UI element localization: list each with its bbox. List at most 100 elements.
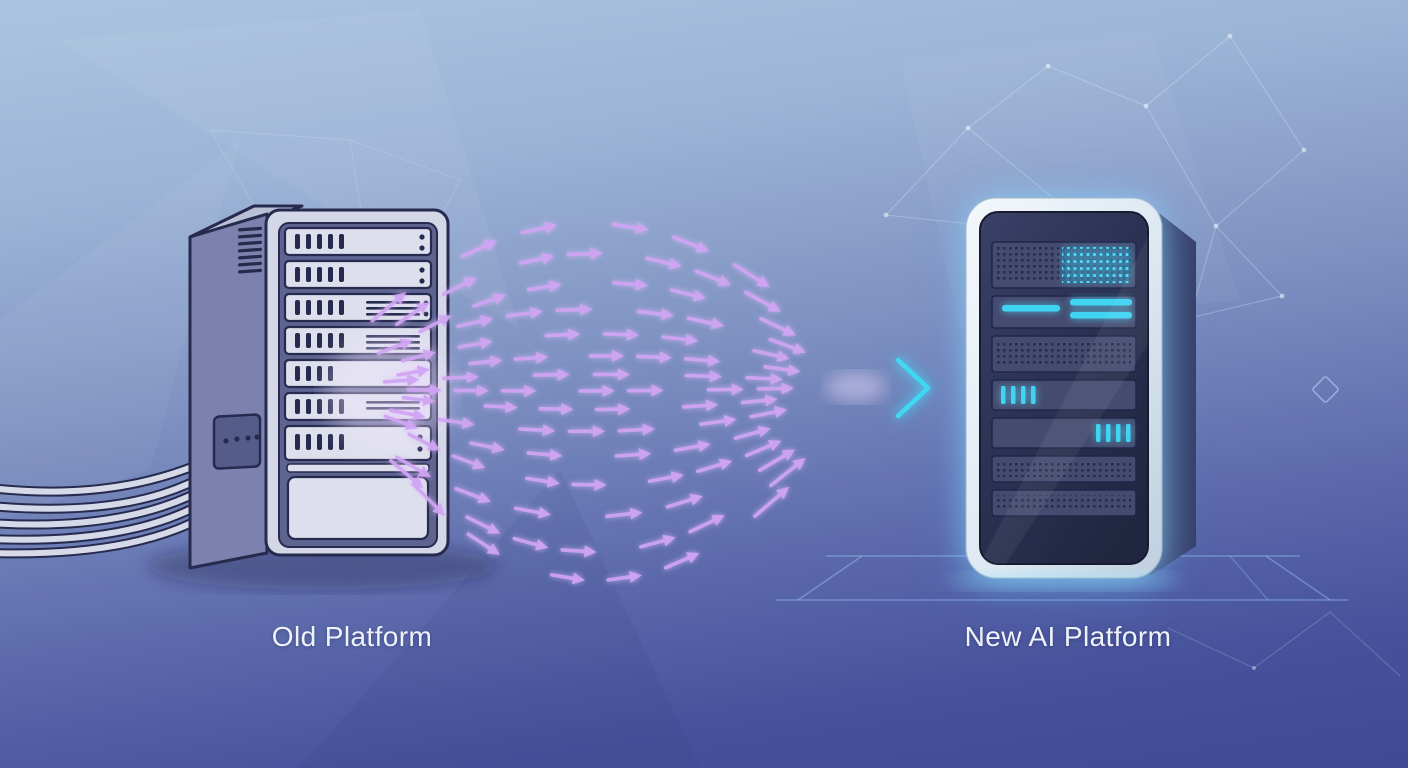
migration-arrow bbox=[441, 277, 477, 297]
migration-arrow bbox=[768, 457, 806, 488]
migration-arrow bbox=[743, 290, 781, 312]
migration-arrow bbox=[635, 351, 672, 364]
migration-arrow bbox=[671, 235, 710, 253]
old-server-side bbox=[188, 212, 269, 570]
migration-arrow bbox=[513, 506, 552, 519]
migration-arrow bbox=[538, 403, 574, 416]
migration-arrow bbox=[544, 328, 581, 341]
migration-arrow bbox=[611, 221, 649, 235]
migration-arrow bbox=[518, 252, 555, 265]
migration-arrow bbox=[396, 365, 430, 378]
old-server-cable-panel bbox=[212, 413, 262, 470]
migration-arrow bbox=[505, 306, 543, 320]
new-server-base-glow bbox=[946, 572, 1182, 590]
migration-arrow bbox=[483, 400, 518, 414]
migration-arrow bbox=[694, 269, 732, 287]
diamond-decoration-icon bbox=[1312, 376, 1339, 403]
migration-arrow bbox=[526, 448, 563, 461]
migration-arrow bbox=[524, 475, 560, 488]
migration-arrow bbox=[549, 572, 586, 585]
migration-arrow bbox=[394, 455, 432, 478]
migration-arrow bbox=[456, 315, 494, 329]
migration-arrow bbox=[639, 534, 676, 549]
migration-arrow bbox=[759, 316, 796, 336]
migration-arrow bbox=[441, 371, 479, 384]
migration-arrow bbox=[383, 414, 419, 430]
chevron-right-icon bbox=[895, 357, 931, 419]
migration-arrow bbox=[614, 448, 652, 461]
migration-arrow bbox=[732, 263, 770, 288]
migration-arrow bbox=[401, 393, 436, 407]
migration-arrow bbox=[752, 348, 790, 363]
new-server-illustration bbox=[946, 197, 1196, 590]
migration-arrow bbox=[532, 368, 570, 381]
migration-arrow bbox=[466, 532, 500, 555]
migration-arrow bbox=[636, 308, 674, 321]
migration-arrow bbox=[454, 486, 491, 504]
migration-arrow bbox=[681, 399, 719, 412]
migration-arrow bbox=[665, 493, 703, 509]
migration-arrow bbox=[370, 292, 407, 323]
new-server-screen-reflection bbox=[980, 236, 1148, 564]
new-platform-label: New AI Platform bbox=[964, 621, 1172, 652]
migration-arrow bbox=[669, 288, 706, 302]
migration-arrow bbox=[526, 280, 562, 293]
migration-arrow bbox=[757, 449, 796, 473]
migration-arrow bbox=[571, 478, 607, 491]
flow-target-glow bbox=[826, 372, 886, 402]
migration-arrow bbox=[763, 364, 801, 377]
migration-arrow bbox=[699, 414, 737, 427]
migration-arrow bbox=[451, 454, 486, 470]
migration-arrow bbox=[389, 458, 424, 489]
migration-arrow bbox=[457, 337, 493, 350]
migration-arrow bbox=[686, 316, 724, 330]
migration-arrow bbox=[465, 515, 501, 534]
old-platform-label: Old Platform bbox=[271, 621, 433, 652]
migration-arrow bbox=[412, 483, 446, 516]
migration-arrow bbox=[555, 303, 593, 316]
new-server-rack-units bbox=[991, 241, 1137, 517]
migration-arrow bbox=[460, 240, 497, 259]
migration-arrow bbox=[605, 507, 643, 520]
migration-arrow bbox=[706, 383, 744, 396]
migration-arrow bbox=[382, 374, 420, 387]
migration-arrow bbox=[520, 221, 558, 235]
arrow-flow bbox=[370, 221, 807, 585]
migration-arrow bbox=[673, 440, 711, 453]
migration-arrow bbox=[688, 514, 725, 534]
migration-arrow bbox=[683, 354, 721, 367]
migration-arrow bbox=[663, 552, 700, 570]
migration-arrow bbox=[645, 256, 682, 270]
migration-arrow bbox=[745, 372, 783, 385]
migration-arrow bbox=[768, 337, 807, 355]
migration-arrow bbox=[512, 536, 549, 551]
migration-arrow bbox=[684, 370, 722, 383]
migration-arrow bbox=[472, 293, 507, 308]
migration-arrow bbox=[394, 302, 430, 327]
migration-arrow bbox=[744, 439, 782, 458]
migration-arrow bbox=[740, 394, 778, 407]
migration-arrow bbox=[400, 349, 436, 363]
migration-arrow bbox=[407, 432, 441, 451]
migration-arrow bbox=[612, 278, 648, 291]
migration-arrow bbox=[752, 486, 790, 519]
migration-arrow bbox=[602, 328, 640, 341]
migration-arrow bbox=[518, 424, 556, 437]
old-server-side-vents bbox=[238, 226, 262, 274]
migration-arrow bbox=[388, 408, 426, 421]
migration-arrow bbox=[756, 382, 794, 395]
migration-arrow bbox=[749, 405, 788, 419]
new-server-lit-indicators bbox=[1001, 247, 1132, 442]
migration-arrow bbox=[469, 441, 505, 454]
migration-arrow bbox=[468, 355, 503, 368]
migration-arrow bbox=[606, 570, 642, 583]
migration-arrow bbox=[647, 471, 684, 484]
migration-arrow bbox=[560, 545, 597, 558]
migration-arrow bbox=[437, 416, 475, 429]
migration-arrow bbox=[376, 338, 413, 356]
migration-arrow bbox=[513, 351, 549, 364]
migration-arrow bbox=[617, 423, 655, 436]
migration-arrow bbox=[661, 333, 699, 346]
